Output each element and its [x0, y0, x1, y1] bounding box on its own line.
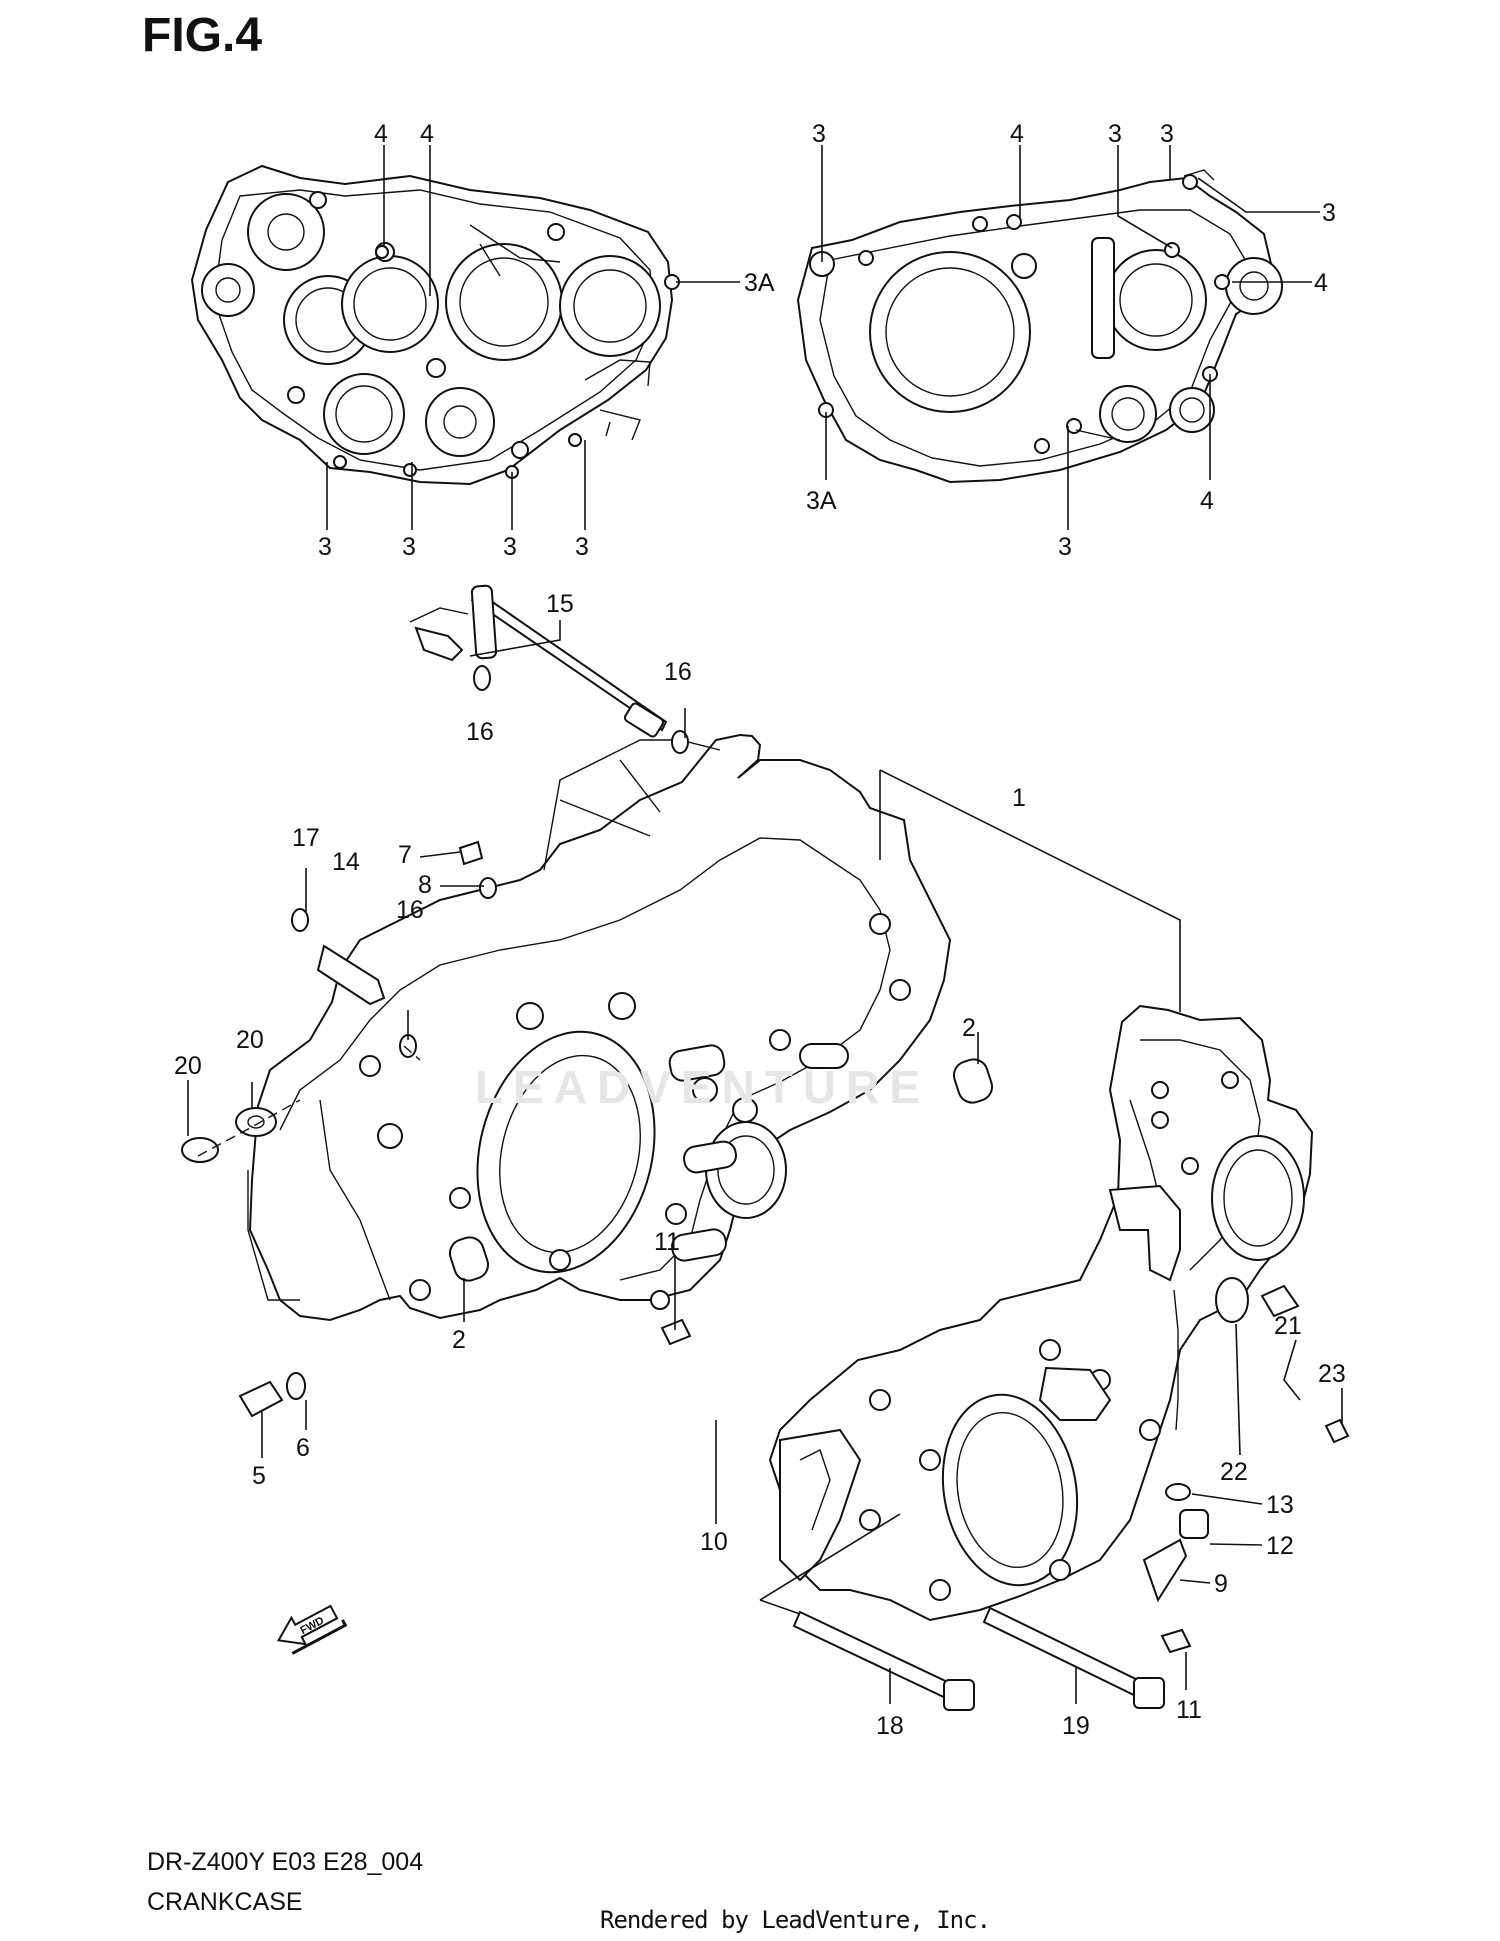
dowel-pins [316, 944, 994, 1282]
figure-title: FIG.4 [142, 9, 263, 62]
callout-3a: 3A [806, 487, 837, 515]
model-code: DR-Z400Y E03 E28_004 [147, 1848, 424, 1876]
callout-23: 23 [1318, 1360, 1346, 1388]
callout-3: 3 [503, 533, 517, 561]
callout-20: 20 [174, 1052, 202, 1080]
o-rings [291, 665, 689, 1058]
callout-7: 7 [398, 841, 412, 869]
callout-13: 13 [1266, 1491, 1294, 1519]
crankcase-right-half [768, 1004, 1314, 1622]
callout-11: 11 [1176, 1696, 1202, 1724]
callout-4: 4 [1314, 269, 1328, 297]
callout-3: 3 [812, 120, 826, 148]
callout-3: 3 [1108, 120, 1122, 148]
right-crankcase-top-view [796, 169, 1283, 484]
callout-5: 5 [252, 1462, 266, 1490]
callout-4: 4 [420, 120, 434, 148]
callout-12: 12 [1266, 1532, 1294, 1560]
callout-3: 3 [1160, 120, 1174, 148]
callout-4: 4 [374, 120, 388, 148]
callout-3: 3 [318, 533, 332, 561]
callout-2: 2 [962, 1014, 976, 1042]
callout-2: 2 [452, 1326, 466, 1354]
render-credit: Rendered by LeadVenture, Inc. [600, 1906, 991, 1934]
callout-21: 21 [1274, 1312, 1302, 1340]
oil-pipe-15 [409, 584, 668, 738]
callout-10: 10 [700, 1528, 728, 1556]
callout-labels: 4 4 3A 3 3 3 3 3 4 3 3 3 4 3A 3 4 15 16 … [174, 120, 1346, 1740]
callout-3a: 3A [744, 269, 775, 297]
callout-6: 6 [296, 1434, 310, 1462]
callout-3: 3 [1058, 533, 1072, 561]
leader-lines [187, 145, 1343, 1704]
fwd-arrow-icon: FWD [276, 1604, 348, 1655]
small-fasteners [181, 840, 1350, 1711]
callout-8: 8 [418, 871, 432, 899]
callout-17: 17 [292, 824, 320, 852]
callout-3: 3 [1322, 199, 1336, 227]
callout-16: 16 [466, 718, 494, 746]
callout-11: 11 [654, 1228, 680, 1256]
callout-20: 20 [236, 1026, 264, 1054]
diagram-name: CRANKCASE [147, 1888, 303, 1916]
callout-4: 4 [1010, 120, 1024, 148]
callout-14: 14 [332, 848, 360, 876]
callout-22: 22 [1220, 1458, 1248, 1486]
crankcase-left-half [247, 733, 952, 1322]
callout-3: 3 [402, 533, 416, 561]
callout-16: 16 [396, 896, 424, 924]
fwd-arrow-label: FWD [298, 1615, 326, 1637]
callout-1: 1 [1012, 784, 1026, 812]
callout-9: 9 [1214, 1570, 1228, 1598]
watermark: LEADVENTURE [475, 1061, 931, 1113]
callout-19: 19 [1062, 1712, 1090, 1740]
callout-4: 4 [1200, 487, 1214, 515]
callout-3: 3 [575, 533, 589, 561]
callout-15: 15 [546, 590, 574, 618]
dashed-lines [197, 1045, 421, 1157]
callout-16: 16 [664, 658, 692, 686]
left-crankcase-top-view [190, 164, 680, 486]
callout-18: 18 [876, 1712, 904, 1740]
